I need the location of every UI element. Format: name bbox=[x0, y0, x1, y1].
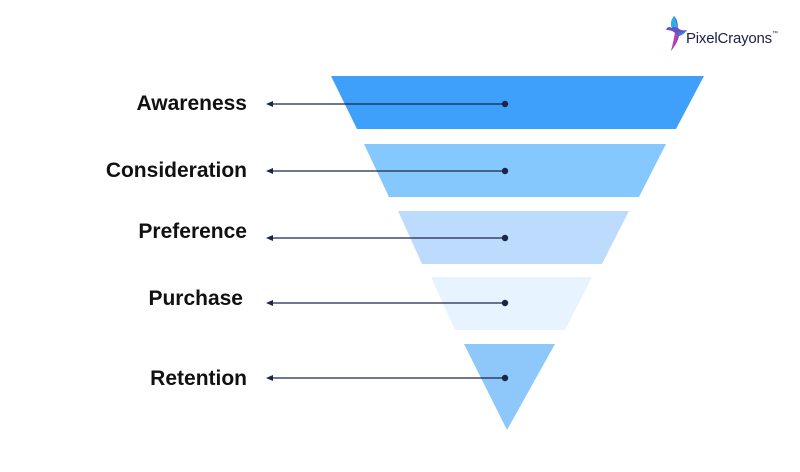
trademark-symbol: ™ bbox=[771, 31, 778, 37]
connector-preference bbox=[266, 234, 509, 242]
funnel-segment-consideration bbox=[364, 144, 666, 197]
connector-purchase bbox=[266, 299, 509, 307]
funnel-segment-purchase bbox=[431, 277, 592, 330]
connector-retention bbox=[266, 374, 509, 382]
brand-logo: PixelCrayons™ bbox=[665, 14, 790, 54]
stage-label-awareness: Awareness bbox=[136, 92, 247, 115]
logo-wordmark: PixelCrayons bbox=[686, 30, 772, 47]
funnel-segment-preference bbox=[398, 211, 629, 264]
stage-label-retention: Retention bbox=[150, 367, 247, 390]
funnel-segment-awareness bbox=[331, 76, 704, 129]
connector-awareness bbox=[266, 100, 509, 108]
funnel-segment-retention bbox=[464, 344, 555, 430]
hummingbird-icon bbox=[666, 16, 687, 51]
stage-label-preference: Preference bbox=[138, 220, 247, 243]
connector-consideration bbox=[266, 167, 509, 175]
stage-label-purchase: Purchase bbox=[148, 287, 243, 310]
stage-label-consideration: Consideration bbox=[105, 159, 247, 182]
